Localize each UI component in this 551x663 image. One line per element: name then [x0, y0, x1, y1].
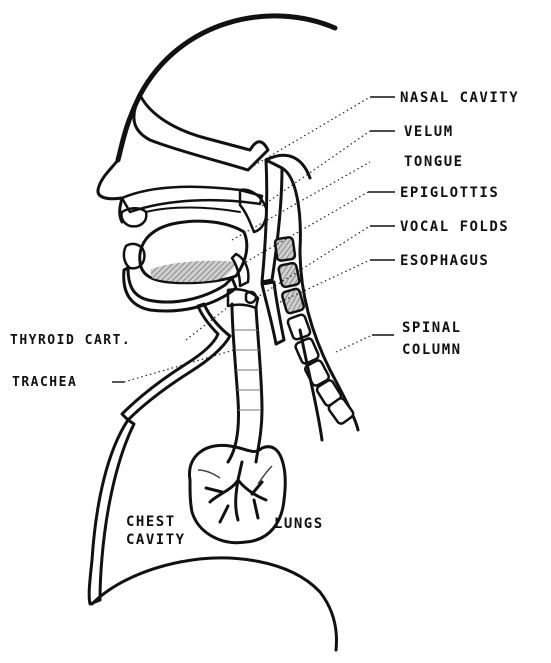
- face-profile: [98, 160, 122, 222]
- trachea-tube: [228, 304, 239, 462]
- label-nasal-cavity: NASAL CAVITY: [400, 90, 519, 106]
- bronchi: [206, 462, 266, 522]
- label-epiglottis: EPIGLOTTIS: [400, 185, 499, 201]
- label-lungs: LUNGS: [274, 516, 324, 532]
- label-vocal-folds: VOCAL FOLDS: [400, 219, 509, 235]
- leader-velum: [262, 131, 370, 206]
- label-esophagus: ESOPHAGUS: [400, 253, 489, 269]
- label-spinal-line2: COLUMN: [402, 342, 462, 358]
- skull-outline: [118, 16, 335, 160]
- leader-nasal-cavity: [250, 97, 370, 168]
- diaphragm-line: [92, 558, 336, 650]
- label-thyroid-cart: THYROID CART.: [10, 333, 131, 348]
- label-trachea: TRACHEA: [12, 375, 77, 390]
- leader-trachea: [124, 350, 234, 382]
- label-spinal-line1: SPINAL: [402, 320, 462, 336]
- trachea-tube-inner: [256, 308, 262, 462]
- leader-spinal-column: [336, 335, 372, 352]
- label-chest-line2: CAVITY: [126, 532, 186, 548]
- label-chest-line1: CHEST: [126, 514, 176, 530]
- pharynx-wall: [262, 160, 282, 282]
- label-tongue: TONGUE: [404, 154, 464, 170]
- upper-gum: [146, 208, 240, 213]
- skull-base: [134, 95, 268, 170]
- esophagus-tube: [262, 282, 284, 344]
- label-velum: VELUM: [404, 124, 454, 140]
- torso-outline: [89, 420, 134, 604]
- lower-teeth: [124, 244, 144, 268]
- neck-front: [122, 304, 230, 420]
